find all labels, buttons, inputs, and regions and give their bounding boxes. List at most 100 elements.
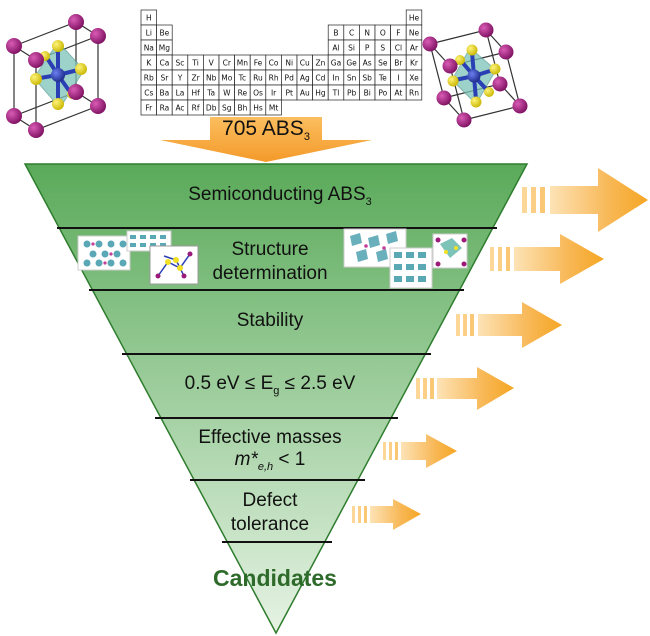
element-symbol: Cs: [144, 89, 153, 98]
element-symbol: Si: [348, 44, 355, 53]
element-symbol: Cd: [315, 74, 325, 83]
stage-2-line-1: Structure: [231, 239, 309, 260]
element-symbol: Kr: [410, 59, 419, 68]
output-arrows: [352, 168, 648, 530]
stage-3-text: Stability: [236, 310, 304, 331]
element-cell: [265, 99, 282, 116]
element-symbol: V: [209, 59, 215, 68]
stage-5-mass-symbol: m*: [234, 449, 258, 470]
element-symbol: Pt: [285, 89, 293, 98]
element-symbol: Sg: [222, 104, 232, 113]
element-symbol: N: [364, 29, 370, 38]
element-symbol: Co: [269, 59, 279, 68]
output-arrow-3: [456, 302, 562, 348]
element-symbol: Ru: [253, 74, 263, 83]
element-symbol: Rf: [192, 104, 200, 113]
structure-thumbnails-left: [77, 230, 199, 285]
element-symbol: Po: [378, 89, 387, 98]
stage-6-line-1: Defect: [242, 490, 298, 511]
element-symbol: Ca: [159, 59, 169, 68]
element-symbol: Ga: [331, 59, 341, 68]
element-symbol: P: [365, 44, 370, 53]
element-symbol: Rh: [269, 74, 279, 83]
element-symbol: Db: [206, 104, 217, 113]
element-symbol: Ti: [191, 59, 198, 68]
element-symbol: In: [333, 74, 340, 83]
funnel-dividers: [57, 227, 497, 543]
element-symbol: Mt: [269, 104, 278, 113]
element-symbol: Ge: [346, 59, 357, 68]
stage-band-gap: 0.5 eV ≤ Eg ≤ 2.5 eV: [160, 372, 380, 403]
element-symbol: Ta: [206, 89, 215, 98]
element-symbol: Tl: [332, 89, 340, 98]
element-symbol: Ac: [175, 104, 184, 113]
structure-thumbnails-right: [343, 228, 468, 289]
stage-4-text-a: 0.5 eV ≤ E: [184, 373, 274, 394]
element-symbol: Nb: [206, 74, 217, 83]
element-symbol: Br: [394, 59, 403, 68]
element-symbol: Hf: [191, 89, 200, 98]
element-symbol: Sn: [347, 74, 357, 83]
element-symbol: Sc: [176, 59, 185, 68]
element-symbol: B: [333, 29, 338, 38]
element-symbol: As: [363, 59, 372, 68]
element-symbol: Tc: [238, 74, 246, 83]
stage-6-line-2: tolerance: [230, 514, 310, 535]
element-symbol: H: [146, 14, 152, 23]
stage-stability: Stability: [190, 309, 350, 333]
count-banner-arrow: [160, 117, 372, 162]
abs3-count-label: 705 ABS3: [186, 116, 346, 150]
element-symbol: Ag: [300, 74, 310, 83]
crystal-structure-left: [6, 14, 106, 138]
element-symbol: Fe: [254, 59, 263, 68]
stage-5-line-2: m*e,h < 1: [170, 449, 370, 478]
element-symbol: Zr: [191, 74, 200, 83]
element-symbol: I: [397, 74, 399, 83]
stage-1-subscript: 3: [365, 196, 372, 208]
element-symbol: Mn: [237, 59, 248, 68]
element-symbol: Hs: [253, 104, 263, 113]
stage-structure-determination: Structure determination: [190, 238, 350, 286]
element-symbol: Ne: [409, 29, 420, 38]
element-symbol: W: [223, 89, 231, 98]
element-symbol: At: [394, 89, 402, 98]
element-symbol: F: [396, 29, 400, 38]
element-symbol: Bi: [364, 89, 371, 98]
element-symbol: Na: [144, 44, 154, 53]
element-symbol: Zn: [315, 59, 325, 68]
element-symbol: Al: [332, 44, 339, 53]
element-symbol: He: [409, 14, 420, 23]
element-symbol: Ra: [160, 104, 170, 113]
element-symbol: Bh: [237, 104, 247, 113]
element-symbol: Cu: [300, 59, 310, 68]
element-symbol: Mg: [159, 44, 170, 53]
element-symbol: O: [380, 29, 386, 38]
element-symbol: Ni: [285, 59, 293, 68]
stage-4-subscript: g: [273, 385, 280, 397]
element-symbol: Pb: [347, 89, 357, 98]
stage-semiconducting: Semiconducting ABS3: [150, 183, 410, 214]
element-symbol: Be: [160, 29, 170, 38]
candidates-label: Candidates: [213, 565, 337, 591]
element-symbol: S: [380, 44, 385, 53]
element-symbol: Ba: [160, 89, 170, 98]
abs3-formula-subscript: 3: [303, 131, 310, 143]
stage-4-text-b: ≤ 2.5 eV: [279, 373, 356, 394]
element-symbol: Cl: [395, 44, 402, 53]
element-symbol: K: [146, 59, 152, 68]
element-symbol: Li: [146, 29, 152, 38]
element-cell: [405, 84, 423, 101]
element-symbol: Te: [378, 74, 387, 83]
stage-1-text: Semiconducting ABS: [188, 184, 366, 205]
element-symbol: Ir: [271, 89, 277, 98]
element-symbol: La: [176, 89, 185, 98]
element-symbol: Xe: [409, 74, 419, 83]
element-symbol: Rb: [144, 74, 154, 83]
output-arrow-2: [490, 234, 604, 284]
output-arrow-6: [352, 499, 421, 530]
element-symbol: C: [349, 29, 354, 38]
element-symbol: Cr: [223, 59, 232, 68]
element-symbol: Os: [253, 89, 263, 98]
